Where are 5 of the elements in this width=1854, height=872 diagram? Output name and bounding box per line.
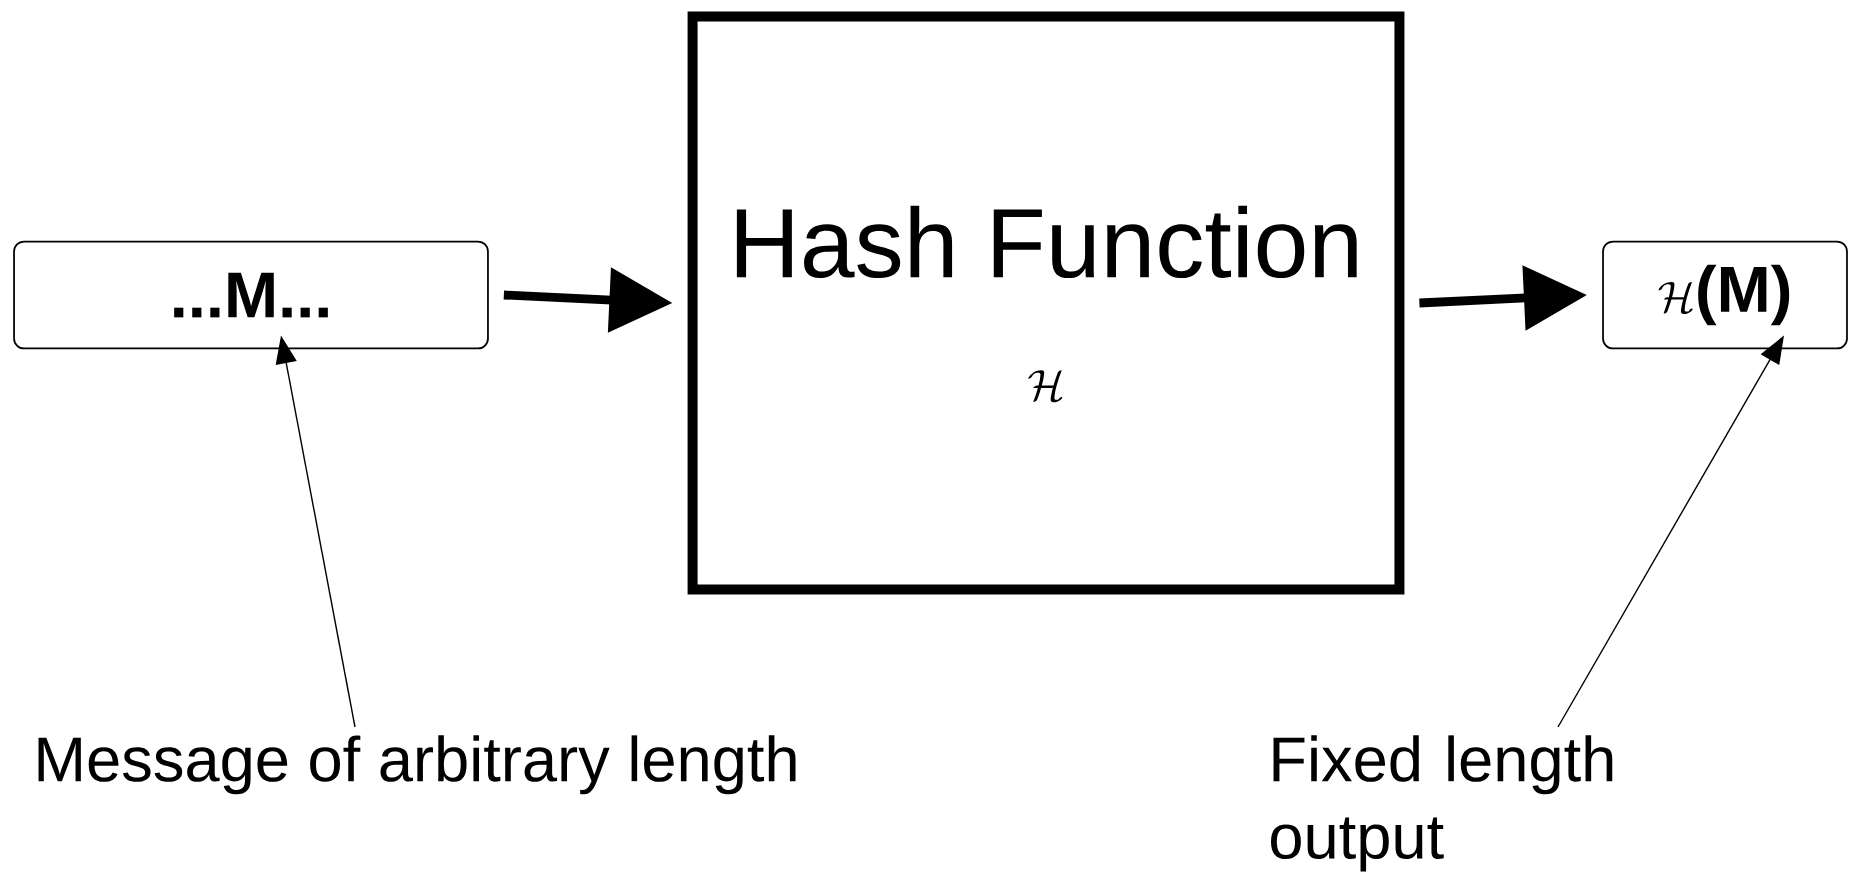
- annotation-text: Message of arbitrary length: [38, 735, 796, 795]
- annotation-text: Fixed length output: [1271, 735, 1613, 872]
- input-box: ...M...: [13, 240, 489, 350]
- output-box: $\mathcal{H}\textbf{(M)}$: [1602, 240, 1848, 350]
- hash-function-box: Hash Function $\mathcal{H}$: [687, 11, 1405, 595]
